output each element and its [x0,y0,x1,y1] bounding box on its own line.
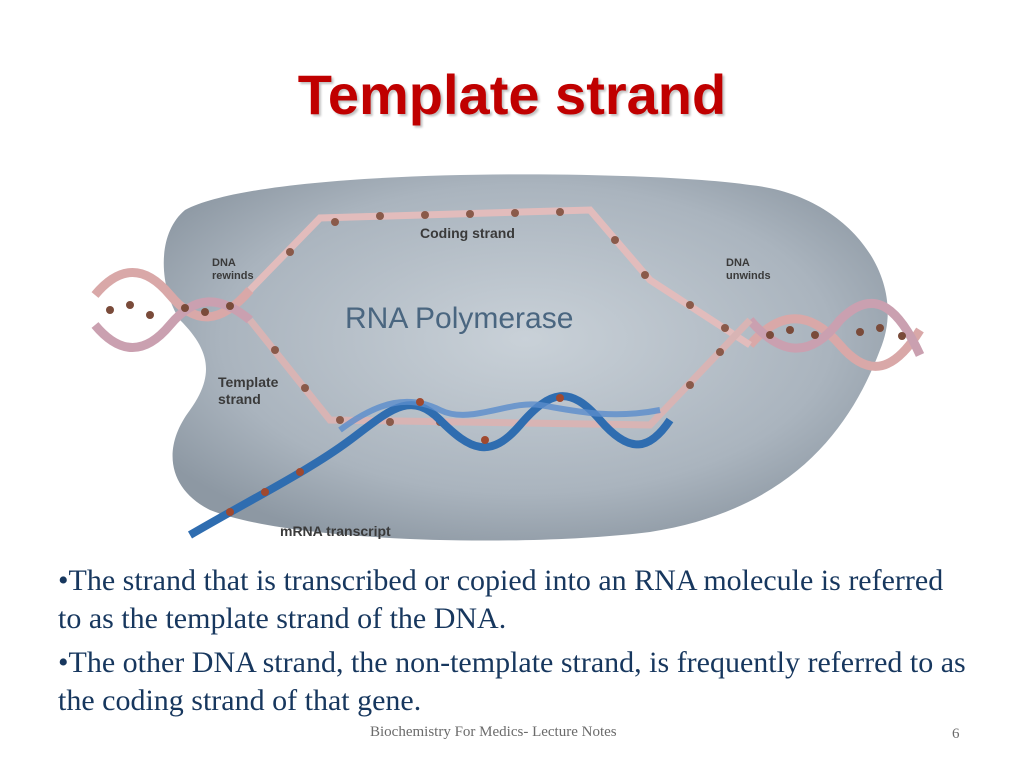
enzyme-label: RNA Polymerase [345,302,573,335]
page-number: 6 [952,726,960,742]
dna-helix-right [746,299,925,371]
dna-rewinds-label-line1: DNA [212,257,236,269]
dna-unwinds-label-line2: unwinds [726,270,771,282]
slide-title: Template strand [297,63,727,126]
coding-strand [247,206,752,348]
footer-text: Biochemistry For Medics- Lecture Notes [370,724,617,740]
dna-rewinds-label-line2: rewinds [212,270,254,282]
transcription-svg: Coding strand RNA Polymerase DNA rewinds… [91,174,925,541]
bullet-list: •The strand that is transcribed or copie… [58,562,968,726]
coding-strand-label: Coding strand [420,225,515,241]
bullet-item-coding: •The other DNA strand, the non-template … [58,646,966,717]
mrna-transcript-label: mRNA transcript [280,523,391,539]
template-strand [247,317,753,429]
dna-helix-left [91,268,254,352]
transcription-diagram: Coding strand RNA Polymerase DNA rewinds… [90,170,930,550]
bullet-item-template: •The strand that is transcribed or copie… [58,564,944,635]
template-strand-label-line1: Template [218,374,279,390]
rna-strand [187,392,674,539]
template-strand-label-line2: strand [218,391,261,407]
rna-polymerase-blob [163,174,888,541]
dna-unwinds-label-line1: DNA [726,257,750,269]
